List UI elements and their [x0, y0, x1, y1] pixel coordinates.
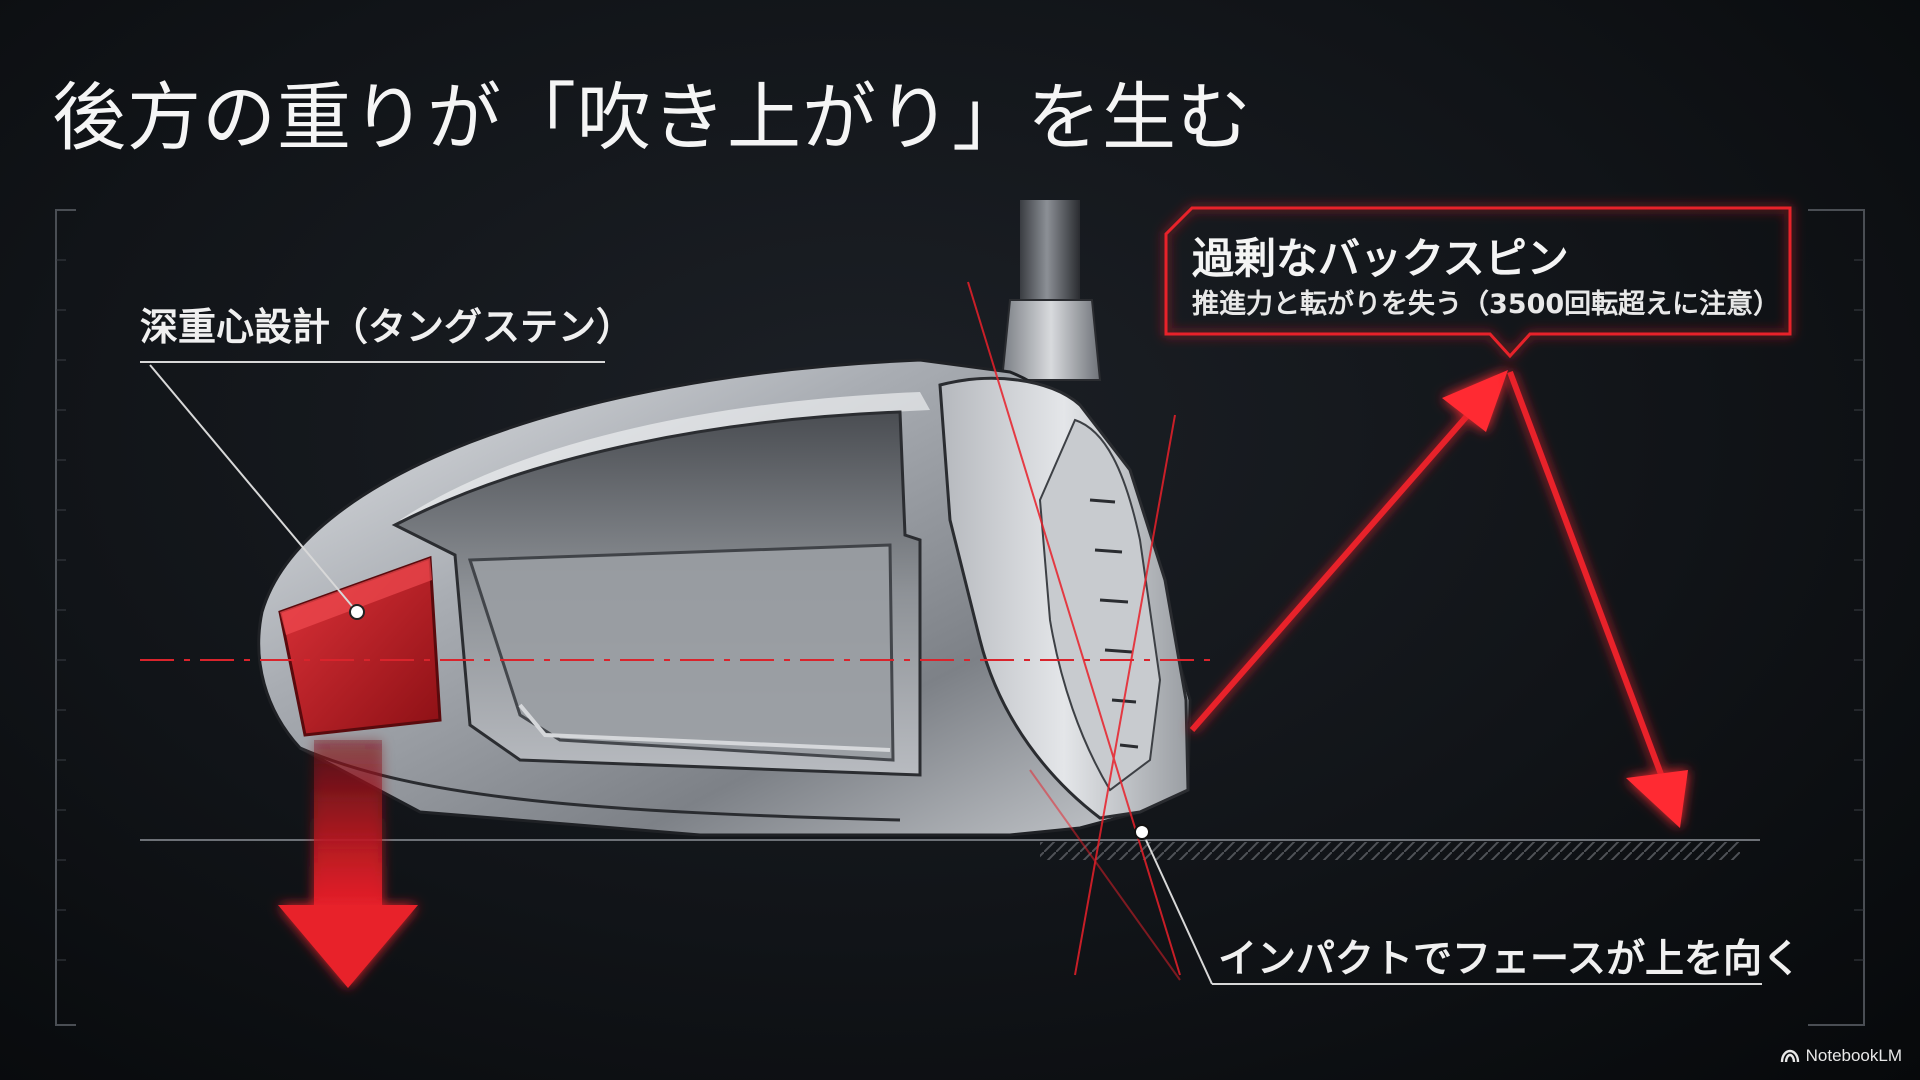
backspin-title: 過剰なバックスピン: [1192, 234, 1569, 283]
impact-label: インパクトでフェースが上を向く: [1218, 937, 1802, 982]
face-grooves: [1089, 498, 1139, 749]
club-hosel: [1000, 299, 1102, 381]
ground-hatch: [1040, 842, 1740, 860]
slide-title: 後方の重りが「吹き上がり」を生む: [52, 75, 1252, 161]
notebooklm-logo-icon: [1780, 1049, 1799, 1063]
frame-left: [55, 209, 76, 1026]
inner-pocket: [467, 543, 895, 762]
launch-arrow: [1189, 370, 1508, 732]
weight-marker-dot: [349, 604, 365, 620]
descent-arrow: [1507, 370, 1688, 828]
down-arrow: [278, 740, 418, 988]
notebooklm-badge: NotebookLM: [1780, 1046, 1902, 1066]
face-inset: [1038, 418, 1162, 792]
tungsten-label: 深重心設計（タングステン）: [140, 305, 635, 349]
backspin-callout-box: [1164, 206, 1792, 359]
notebooklm-badge-text: NotebookLM: [1805, 1046, 1902, 1065]
backspin-note: 推進力と転がりを失う（3500回転超えに注意）: [1192, 289, 1781, 320]
loft-lines: [967, 281, 1181, 981]
tungsten-weight: [278, 555, 442, 737]
impact-point-dot: [1134, 824, 1150, 840]
pocket-edge: [518, 703, 891, 752]
frame-right: [1808, 209, 1865, 1026]
impact-callout: [1145, 839, 1762, 985]
tungsten-callout: [140, 361, 605, 607]
